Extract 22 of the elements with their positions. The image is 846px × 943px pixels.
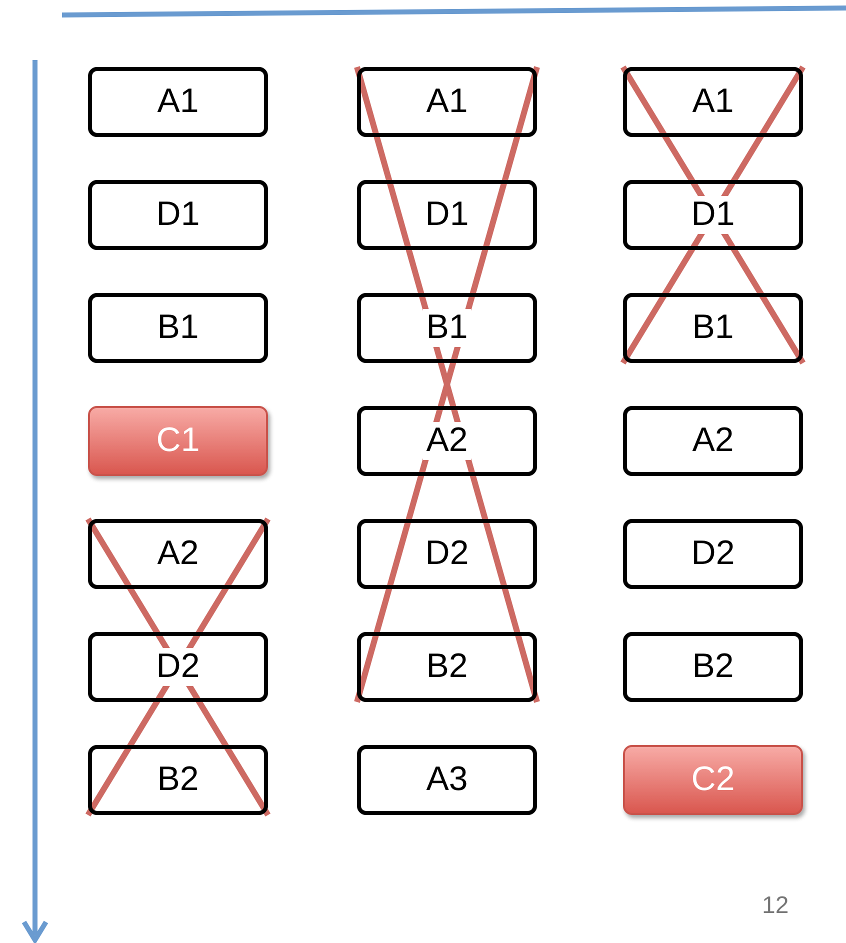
process-box: B2 [357,632,537,702]
process-box: A2 [357,406,537,476]
page-number: 12 [762,892,789,920]
process-box: A2 [88,519,268,589]
process-box: D2 [623,519,803,589]
process-box: B2 [623,632,803,702]
process-box: D1 [357,180,537,250]
highlighted-box: C2 [623,745,803,815]
process-box: B1 [623,293,803,363]
process-box: D2 [357,519,537,589]
process-box: A2 [623,406,803,476]
process-box: A1 [357,67,537,137]
process-box: B1 [357,293,537,363]
process-box: A1 [88,67,268,137]
process-box: D1 [623,180,803,250]
process-box: D2 [88,632,268,702]
process-box: B2 [88,745,268,815]
process-box: D1 [88,180,268,250]
process-box: B1 [88,293,268,363]
highlighted-box: C1 [88,406,268,476]
process-box: A3 [357,745,537,815]
process-box: A1 [623,67,803,137]
